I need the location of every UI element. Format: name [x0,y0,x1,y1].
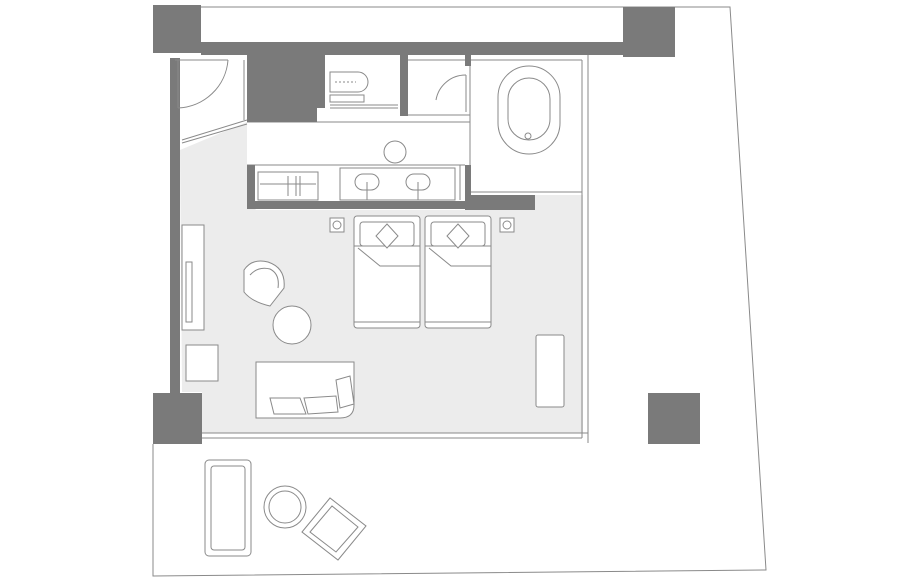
bathtub [497,65,561,155]
terrace-outline [152,6,767,577]
terrace-armchair [301,497,367,561]
tv-console [181,224,219,382]
shower-door [412,74,467,116]
desk [535,334,565,408]
terrace-round-table [263,485,307,529]
bed-1 [353,215,421,329]
sofa [255,361,355,419]
walls [153,5,700,444]
room-armchair [243,260,285,307]
bed-2 [424,215,492,329]
bedside-lamps [329,217,515,233]
vanity [339,167,456,201]
terrace-bench [204,459,252,557]
entrance-door [175,59,248,144]
bathroom-stool [383,140,407,164]
closet [257,171,319,201]
room-round-table [272,305,312,345]
toilet [329,71,398,109]
